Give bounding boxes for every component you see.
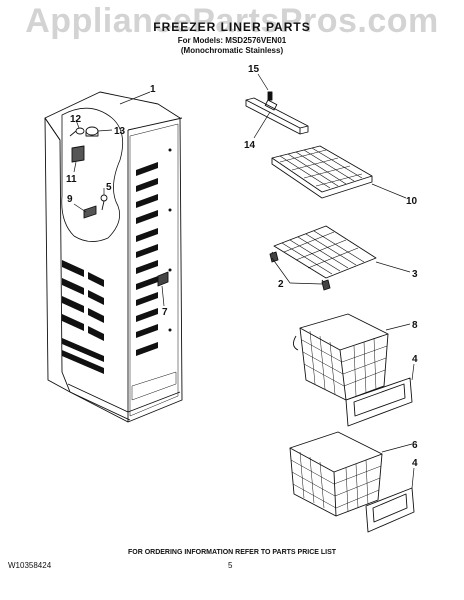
callout-11: 11 xyxy=(66,174,77,185)
document-number: W10358424 xyxy=(8,561,52,570)
callout-4-lower: 4 xyxy=(412,458,418,469)
bracket-part xyxy=(157,271,169,287)
page-title: FREEZER LINER PARTS xyxy=(153,20,311,34)
page-number: 5 xyxy=(228,561,233,570)
finish-line: (Monochromatic Stainless) xyxy=(180,46,284,55)
upper-wire-basket xyxy=(293,313,389,401)
upper-wire-shelf xyxy=(271,145,373,199)
callout-13: 13 xyxy=(114,126,126,137)
callout-2: 2 xyxy=(278,279,284,290)
callout-12: 12 xyxy=(70,114,82,125)
callout-10: 10 xyxy=(406,196,418,207)
damper-part xyxy=(83,205,97,219)
callout-9: 9 xyxy=(67,194,73,205)
callout-1: 1 xyxy=(150,84,156,95)
control-switch-part xyxy=(71,145,85,163)
ordering-note: FOR ORDERING INFORMATION REFER TO PARTS … xyxy=(127,549,337,556)
callout-4-upper: 4 xyxy=(412,354,418,365)
callout-3: 3 xyxy=(412,269,418,280)
callout-5: 5 xyxy=(106,182,112,193)
light-bulb-part xyxy=(85,126,99,137)
thermistor-part xyxy=(100,194,108,211)
callout-7: 7 xyxy=(162,307,168,318)
lower-basket-front xyxy=(365,487,415,533)
callout-8: 8 xyxy=(412,320,418,331)
callout-14: 14 xyxy=(244,140,256,151)
lower-wire-basket xyxy=(289,431,383,517)
lower-wire-shelf xyxy=(271,225,377,287)
light-socket-part xyxy=(69,127,85,137)
freezer-liner xyxy=(44,91,183,423)
shelf-end-cap-right xyxy=(321,279,331,291)
shelf-support-rail xyxy=(245,91,309,135)
watermark: AppliancePartsPros.com xyxy=(25,2,439,40)
leader-lines xyxy=(73,73,415,489)
callout-6: 6 xyxy=(412,440,418,451)
models-line: For Models: MSD2576VEN01 xyxy=(177,36,287,45)
shelf-end-cap-left xyxy=(269,251,279,263)
callout-15: 15 xyxy=(248,64,260,75)
upper-basket-front xyxy=(345,377,413,427)
